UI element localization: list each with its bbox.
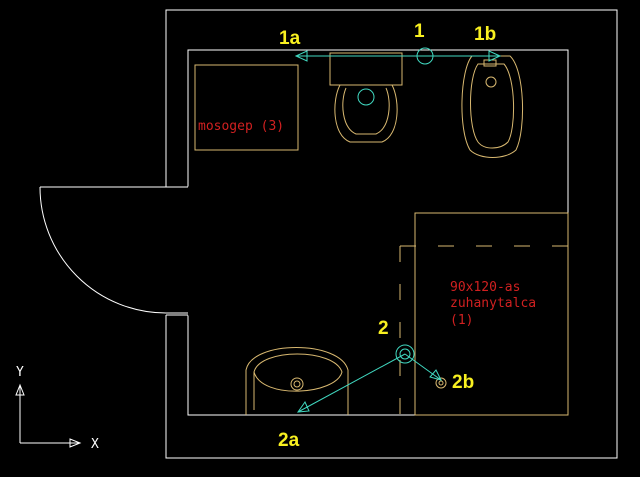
door — [39, 186, 188, 314]
washing-machine — [194, 64, 299, 151]
shower-tray — [399, 212, 569, 416]
toilet-inlet — [357, 88, 375, 106]
ucs-axis-icon — [15, 383, 82, 448]
riser-2-inner — [399, 348, 411, 360]
callout-1: 1 — [414, 21, 425, 42]
inner-wall — [187, 49, 569, 416]
shower-label-line3: (1) — [450, 313, 473, 328]
shower-outlet — [435, 377, 447, 389]
pipes — [294, 47, 502, 413]
toilet — [329, 52, 403, 143]
callout-2a: 2a — [278, 430, 300, 451]
arrow-2b — [429, 369, 442, 381]
riser-2 — [395, 344, 415, 364]
arrow-2a — [296, 400, 310, 413]
y-axis-label: Y — [16, 365, 24, 380]
walls — [165, 9, 618, 459]
washer-label: mosogep (3) — [198, 119, 284, 134]
arrow-1a — [294, 50, 308, 62]
pipe-2-2a — [297, 353, 406, 413]
callouts: 1 1a 1b 2 2a 2b — [278, 21, 496, 451]
sink — [245, 347, 349, 415]
pipe-2-2b — [404, 353, 442, 381]
fixtures — [194, 52, 569, 416]
room-labels: mosogep (3) 90x120-as zuhanytalca (1) — [198, 119, 536, 328]
x-axis-label: X — [91, 437, 99, 452]
callout-1b: 1b — [474, 24, 496, 45]
axis-labels: Y X — [16, 365, 99, 452]
callout-2b: 2b — [452, 372, 474, 393]
callout-1a: 1a — [279, 28, 301, 49]
outer-wall — [165, 9, 618, 459]
arrow-1b — [488, 50, 502, 62]
callout-2: 2 — [378, 318, 389, 339]
shower-label-line2: zuhanytalca — [450, 296, 536, 311]
door-swing-arc — [39, 186, 167, 314]
door-opening — [165, 186, 189, 316]
bidet — [461, 55, 524, 158]
riser-1 — [416, 47, 434, 65]
shower-label-line1: 90x120-as — [450, 280, 520, 295]
